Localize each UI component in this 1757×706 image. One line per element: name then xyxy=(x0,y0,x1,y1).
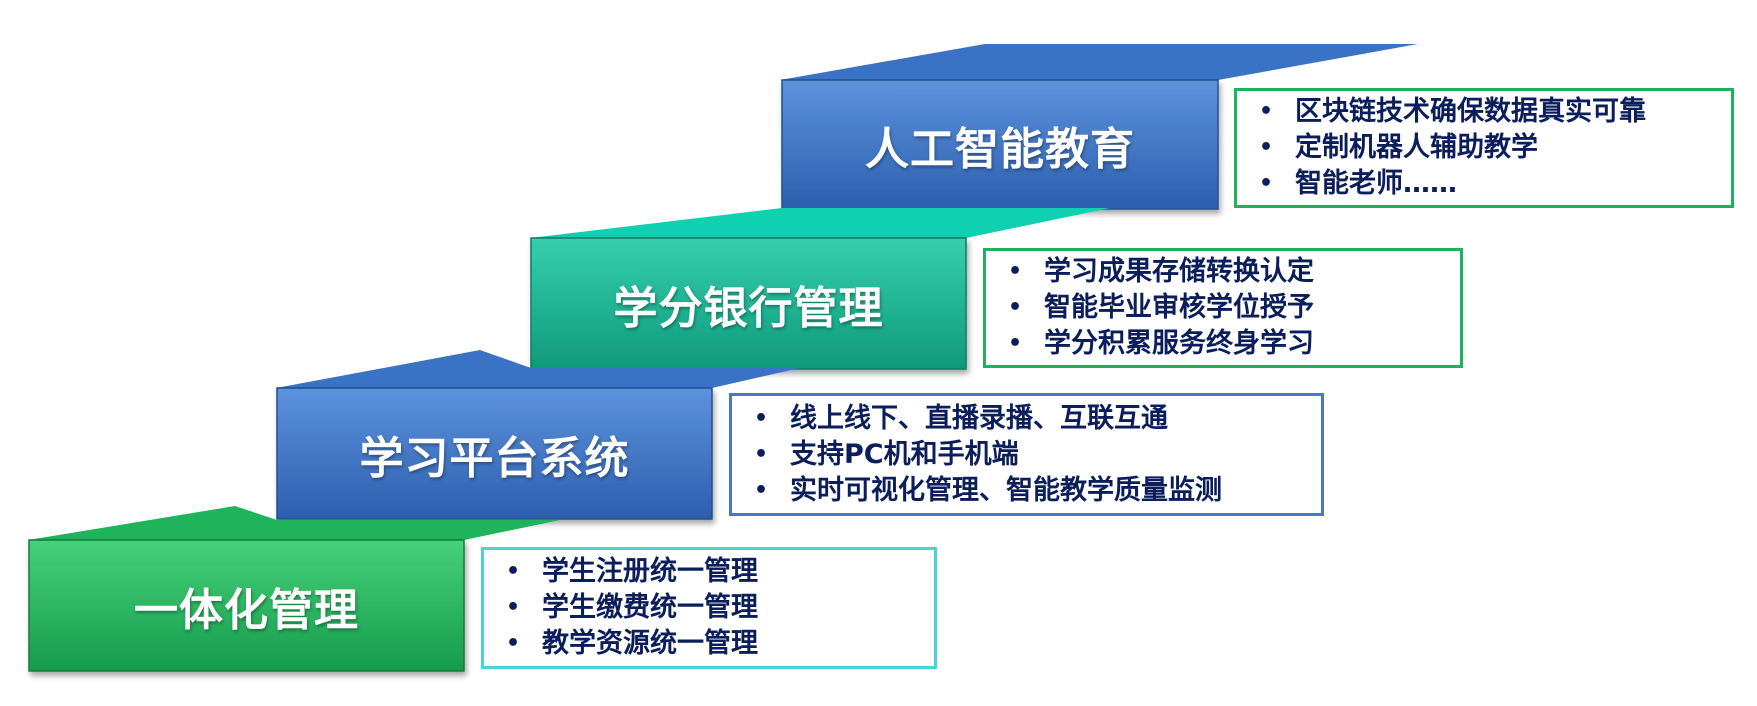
bullet-icon: • xyxy=(506,631,521,656)
step-credit-bank-top-face xyxy=(530,208,1110,238)
list-item: •线上线下、直播录播、互联互通 xyxy=(754,401,1305,437)
desc-box-learning-platform: •线上线下、直播录播、互联互通 •支持PC机和手机端 •实时可视化管理、智能教学… xyxy=(729,393,1324,516)
bullet-icon: • xyxy=(1259,171,1274,196)
list-item: •实时可视化管理、智能教学质量监测 xyxy=(754,473,1305,509)
step-ai-education-top-face xyxy=(780,44,1418,80)
step-learning-platform-block xyxy=(276,387,713,520)
step-ai-education-block xyxy=(781,79,1219,210)
step-integrated-management-block xyxy=(28,539,465,672)
bullet-icon: • xyxy=(1259,99,1274,124)
desc-box-credit-bank: •学习成果存储转换认定 •智能毕业审核学位授予 •学分积累服务终身学习 xyxy=(983,248,1463,368)
step-label-ai-education: 人工智能教育 xyxy=(865,123,1135,175)
bullet-icon: • xyxy=(1008,259,1023,284)
list-item: •区块链技术确保数据真实可靠 xyxy=(1259,94,1715,130)
list-item: •学生注册统一管理 xyxy=(506,554,918,590)
bullet-icon: • xyxy=(506,595,521,620)
step-label-credit-bank: 学分银行管理 xyxy=(613,282,884,334)
step-integrated-management-top-face xyxy=(28,506,560,540)
list-item: •学分积累服务终身学习 xyxy=(1008,326,1444,362)
list-item: •学生缴费统一管理 xyxy=(506,590,918,626)
bullet-icon: • xyxy=(506,559,521,584)
bullet-icon: • xyxy=(754,405,769,431)
list-item: •智能毕业审核学位授予 xyxy=(1008,290,1444,326)
bullet-icon: • xyxy=(1008,295,1023,320)
list-item: •定制机器人辅助教学 xyxy=(1259,130,1715,166)
list-item: •智能老师…… xyxy=(1259,166,1715,202)
step-label-integrated-management: 一体化管理 xyxy=(134,584,359,636)
list-item: •学习成果存储转换认定 xyxy=(1008,254,1444,290)
step-credit-bank-block xyxy=(530,237,967,370)
list-item: •教学资源统一管理 xyxy=(506,626,918,662)
desc-box-integrated-management: •学生注册统一管理 •学生缴费统一管理 •教学资源统一管理 xyxy=(481,547,937,669)
step-learning-platform-top-face xyxy=(276,350,800,388)
list-item: •支持PC机和手机端 xyxy=(754,437,1305,473)
bullet-icon: • xyxy=(754,441,769,467)
bullet-icon: • xyxy=(1259,135,1274,160)
bullet-icon: • xyxy=(1008,331,1023,356)
desc-box-ai-education: •区块链技术确保数据真实可靠 •定制机器人辅助教学 •智能老师…… xyxy=(1234,88,1734,208)
step-label-learning-platform: 学习平台系统 xyxy=(359,432,630,484)
bullet-icon: • xyxy=(754,477,769,503)
